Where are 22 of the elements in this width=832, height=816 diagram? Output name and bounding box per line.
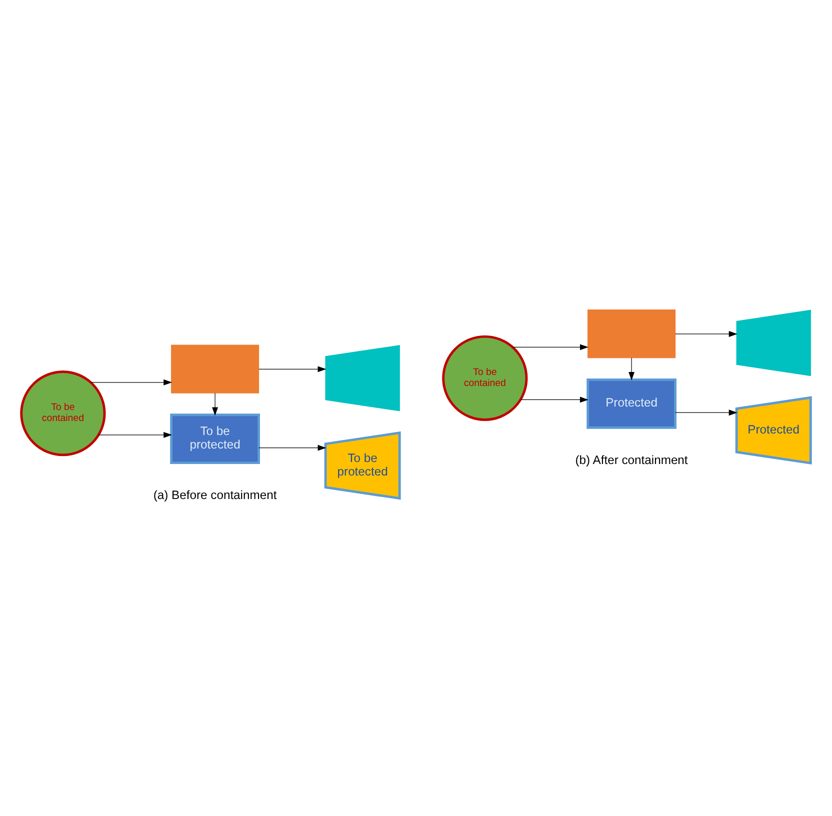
node-box: To be protected xyxy=(324,430,401,500)
arrow xyxy=(90,378,172,385)
label: (b) After containment xyxy=(575,452,688,466)
arrow xyxy=(258,366,326,372)
arrow xyxy=(98,431,172,438)
node-box: Protected xyxy=(735,396,812,464)
node-box xyxy=(588,309,676,358)
arrow xyxy=(628,357,635,380)
node-box: To be protected xyxy=(170,413,260,464)
arrow xyxy=(520,396,588,402)
arrow xyxy=(675,330,738,336)
node-circle: To be contained xyxy=(20,370,106,456)
node-circle: To be contained xyxy=(442,334,528,420)
arrow xyxy=(258,444,326,450)
node-box: Protected xyxy=(586,378,676,428)
node-trapezoid xyxy=(325,344,400,411)
node-box xyxy=(171,344,260,393)
arrow xyxy=(212,392,218,416)
node-trapezoid xyxy=(736,309,811,376)
arrow xyxy=(675,409,738,416)
arrow xyxy=(512,344,588,350)
label: (a) Before containment xyxy=(153,487,277,502)
